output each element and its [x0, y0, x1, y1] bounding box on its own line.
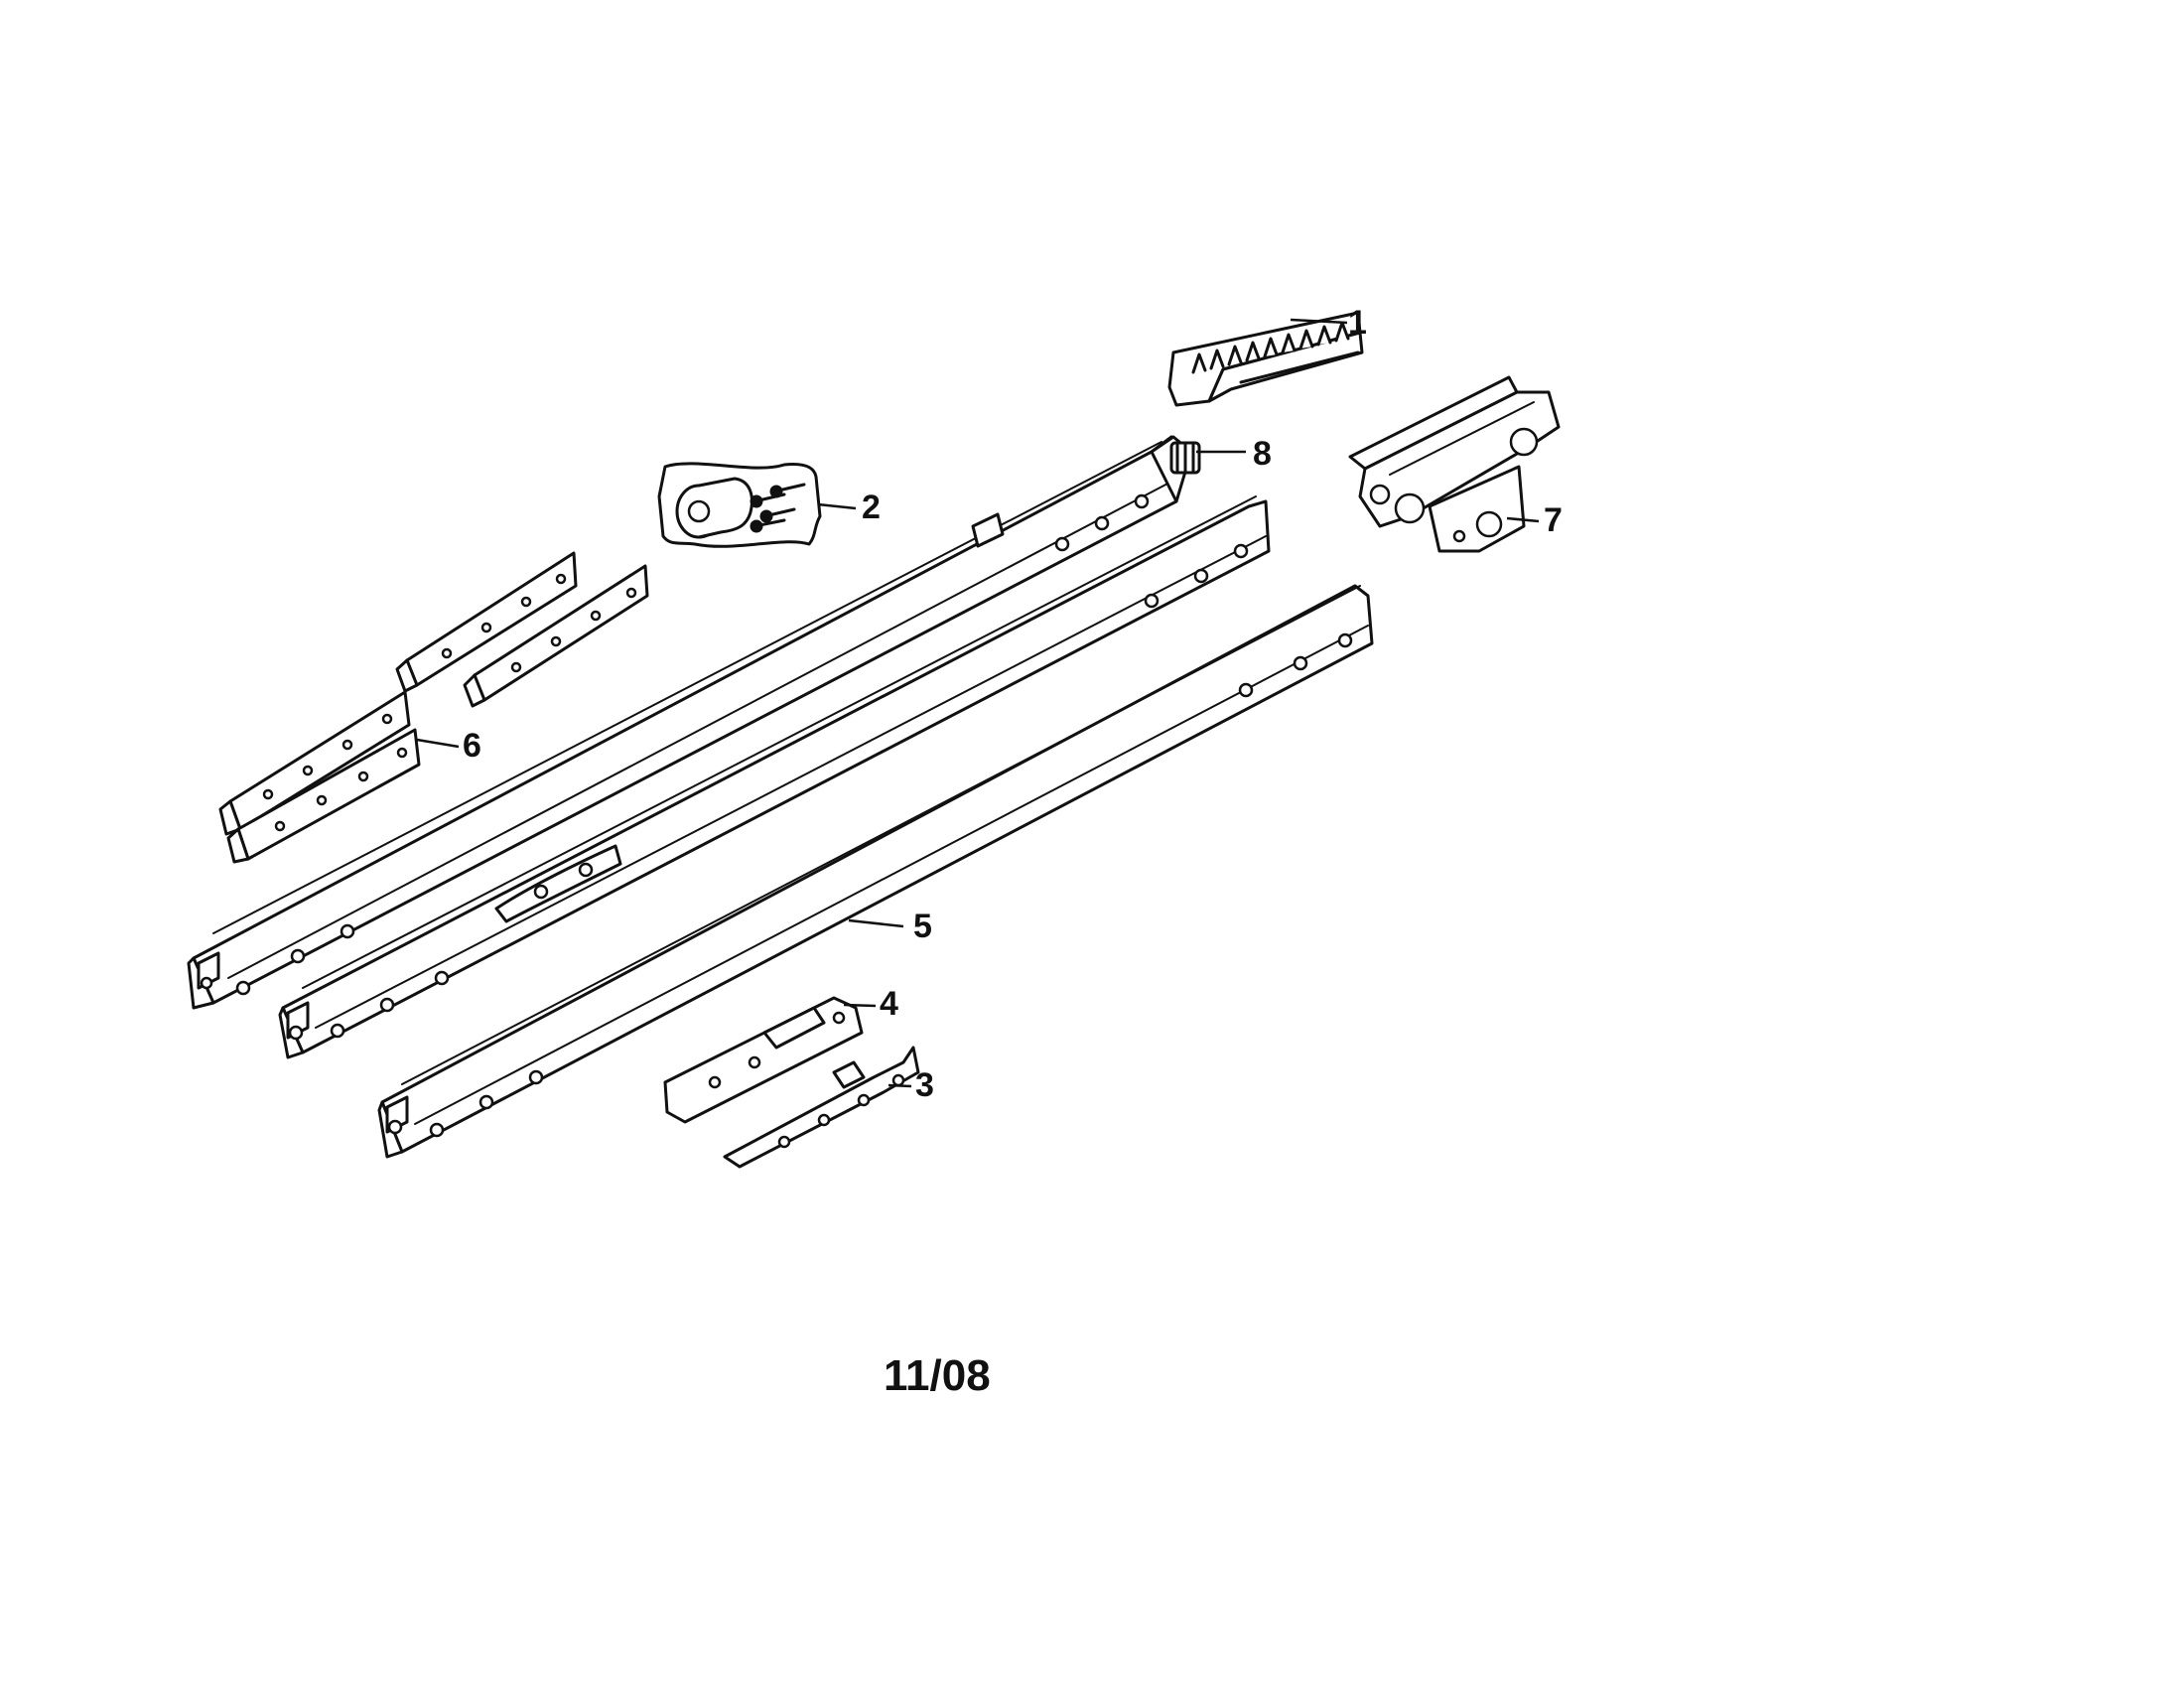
callout-1: 1: [1348, 304, 1367, 342]
callout-3: 3: [915, 1066, 934, 1104]
leader-lines: [416, 318, 1540, 1088]
rail-section-middle: [278, 495, 1271, 1059]
callout-2: 2: [862, 489, 881, 526]
rail-section-lower: [377, 584, 1374, 1159]
part-1-rack: [1167, 311, 1364, 407]
callout-7: 7: [1544, 501, 1563, 539]
rail-section-top: [187, 435, 1201, 1010]
part-2-hardware-bag: [657, 462, 822, 548]
date-code: 11/08: [884, 1351, 991, 1400]
part-4-bracket: [663, 996, 864, 1124]
callout-8: 8: [1253, 435, 1272, 473]
callout-5: 5: [913, 908, 932, 945]
part-6-angle-brackets: [218, 551, 649, 864]
callout-6: 6: [463, 727, 481, 765]
callout-4: 4: [880, 985, 898, 1023]
callouts: 1 2 3 4 5 6 7 8: [463, 304, 1563, 1104]
part-7-trolley: [1348, 375, 1561, 553]
